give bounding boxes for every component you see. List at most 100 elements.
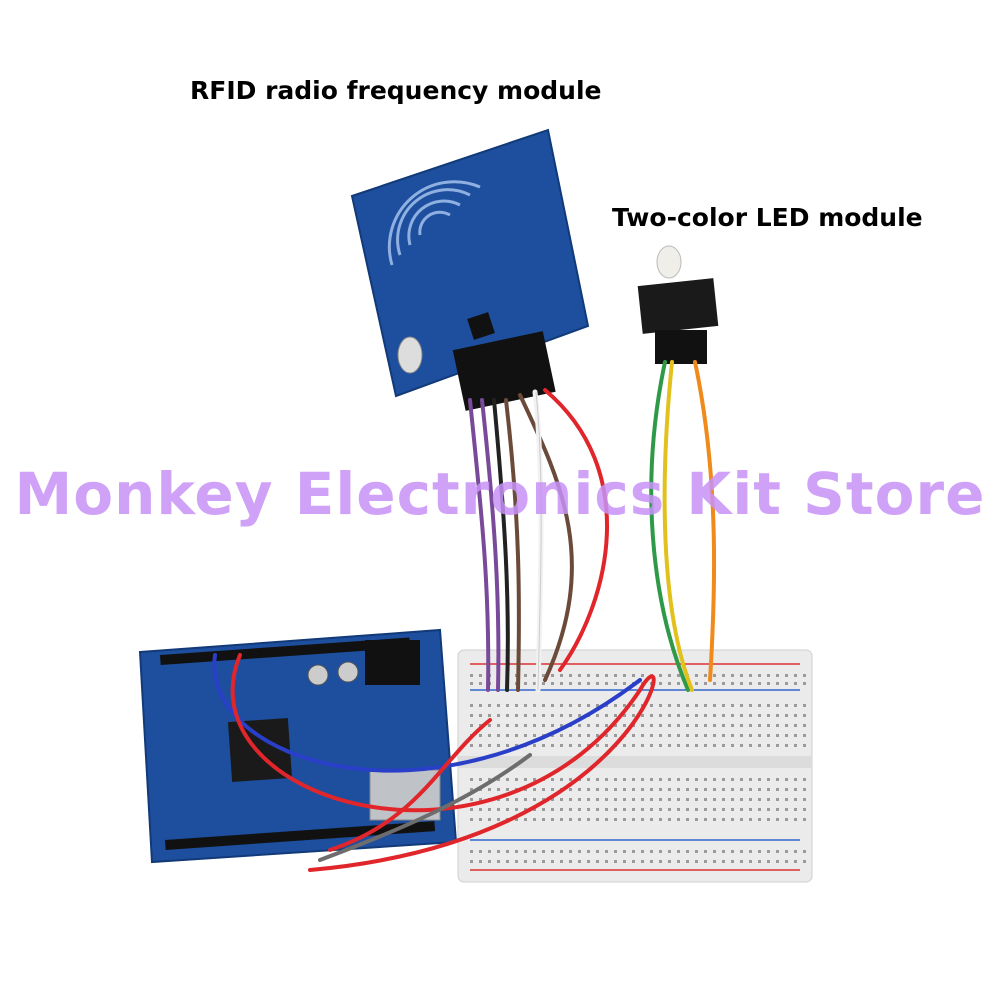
breadboard-hole xyxy=(767,724,770,727)
breadboard-hole xyxy=(587,850,590,853)
breadboard-hole xyxy=(632,860,635,863)
breadboard-hole xyxy=(740,744,743,747)
breadboard-hole xyxy=(623,808,626,811)
breadboard-hole xyxy=(749,682,752,685)
breadboard-hole xyxy=(470,724,473,727)
breadboard-hole xyxy=(722,744,725,747)
breadboard-hole xyxy=(749,734,752,737)
breadboard-hole xyxy=(623,704,626,707)
breadboard-hole xyxy=(731,818,734,821)
breadboard-hole xyxy=(749,744,752,747)
breadboard-hole xyxy=(632,818,635,821)
breadboard-hole xyxy=(524,850,527,853)
breadboard-hole xyxy=(533,744,536,747)
breadboard-hole xyxy=(596,818,599,821)
breadboard-hole xyxy=(731,682,734,685)
breadboard-hole xyxy=(596,778,599,781)
breadboard-hole xyxy=(659,744,662,747)
breadboard-hole xyxy=(794,682,797,685)
breadboard-hole xyxy=(767,818,770,821)
breadboard-hole xyxy=(695,818,698,821)
breadboard-hole xyxy=(614,674,617,677)
breadboard-hole xyxy=(551,818,554,821)
breadboard-hole xyxy=(623,788,626,791)
breadboard-hole xyxy=(794,850,797,853)
breadboard-hole xyxy=(668,674,671,677)
breadboard-hole xyxy=(722,850,725,853)
breadboard-hole xyxy=(794,734,797,737)
breadboard-hole xyxy=(578,674,581,677)
breadboard-hole xyxy=(722,714,725,717)
breadboard-hole xyxy=(542,674,545,677)
breadboard-hole xyxy=(542,850,545,853)
breadboard-hole xyxy=(740,798,743,801)
breadboard-hole xyxy=(803,744,806,747)
breadboard-hole xyxy=(524,714,527,717)
led-module-label: Two-color LED module xyxy=(612,203,923,232)
breadboard-hole xyxy=(677,744,680,747)
breadboard-hole xyxy=(695,704,698,707)
breadboard-hole xyxy=(641,778,644,781)
breadboard-hole xyxy=(596,704,599,707)
breadboard-hole xyxy=(713,860,716,863)
breadboard-hole xyxy=(497,714,500,717)
breadboard-hole xyxy=(470,818,473,821)
breadboard-hole xyxy=(479,744,482,747)
breadboard-hole xyxy=(794,798,797,801)
breadboard-hole xyxy=(551,744,554,747)
breadboard-hole xyxy=(587,724,590,727)
breadboard-hole xyxy=(560,798,563,801)
breadboard-hole xyxy=(551,778,554,781)
breadboard-hole xyxy=(569,674,572,677)
breadboard-hole xyxy=(722,734,725,737)
breadboard-hole xyxy=(488,808,491,811)
breadboard-hole xyxy=(470,682,473,685)
breadboard-hole xyxy=(668,808,671,811)
breadboard-hole xyxy=(767,704,770,707)
breadboard-hole xyxy=(704,734,707,737)
breadboard-hole xyxy=(650,818,653,821)
breadboard-hole xyxy=(677,778,680,781)
breadboard-hole xyxy=(731,850,734,853)
breadboard-hole xyxy=(776,788,779,791)
breadboard-hole xyxy=(596,850,599,853)
breadboard-hole xyxy=(560,734,563,737)
breadboard-hole xyxy=(695,860,698,863)
breadboard-hole xyxy=(776,808,779,811)
breadboard-hole xyxy=(668,798,671,801)
breadboard-hole xyxy=(623,724,626,727)
breadboard-hole xyxy=(785,714,788,717)
breadboard-hole xyxy=(479,682,482,685)
breadboard-hole xyxy=(668,850,671,853)
breadboard-hole xyxy=(722,798,725,801)
breadboard-hole xyxy=(686,798,689,801)
breadboard-hole xyxy=(776,674,779,677)
breadboard-hole xyxy=(632,704,635,707)
breadboard-hole xyxy=(569,808,572,811)
breadboard-hole xyxy=(605,808,608,811)
breadboard-hole xyxy=(794,788,797,791)
breadboard-hole xyxy=(740,818,743,821)
breadboard-hole xyxy=(659,682,662,685)
breadboard-hole xyxy=(659,818,662,821)
breadboard-hole xyxy=(677,788,680,791)
breadboard-hole xyxy=(524,674,527,677)
arduino-board xyxy=(138,628,458,864)
breadboard-hole xyxy=(614,798,617,801)
breadboard-hole xyxy=(659,778,662,781)
breadboard-hole xyxy=(488,818,491,821)
breadboard-hole xyxy=(632,788,635,791)
breadboard-hole xyxy=(758,704,761,707)
breadboard-hole xyxy=(497,704,500,707)
breadboard-hole xyxy=(515,744,518,747)
breadboard-hole xyxy=(722,674,725,677)
breadboard-hole xyxy=(785,818,788,821)
breadboard-hole xyxy=(515,724,518,727)
breadboard-hole xyxy=(605,714,608,717)
breadboard-hole xyxy=(614,778,617,781)
breadboard-hole xyxy=(767,778,770,781)
breadboard-hole xyxy=(551,724,554,727)
breadboard-hole xyxy=(488,850,491,853)
breadboard-hole xyxy=(569,860,572,863)
breadboard-hole xyxy=(722,808,725,811)
